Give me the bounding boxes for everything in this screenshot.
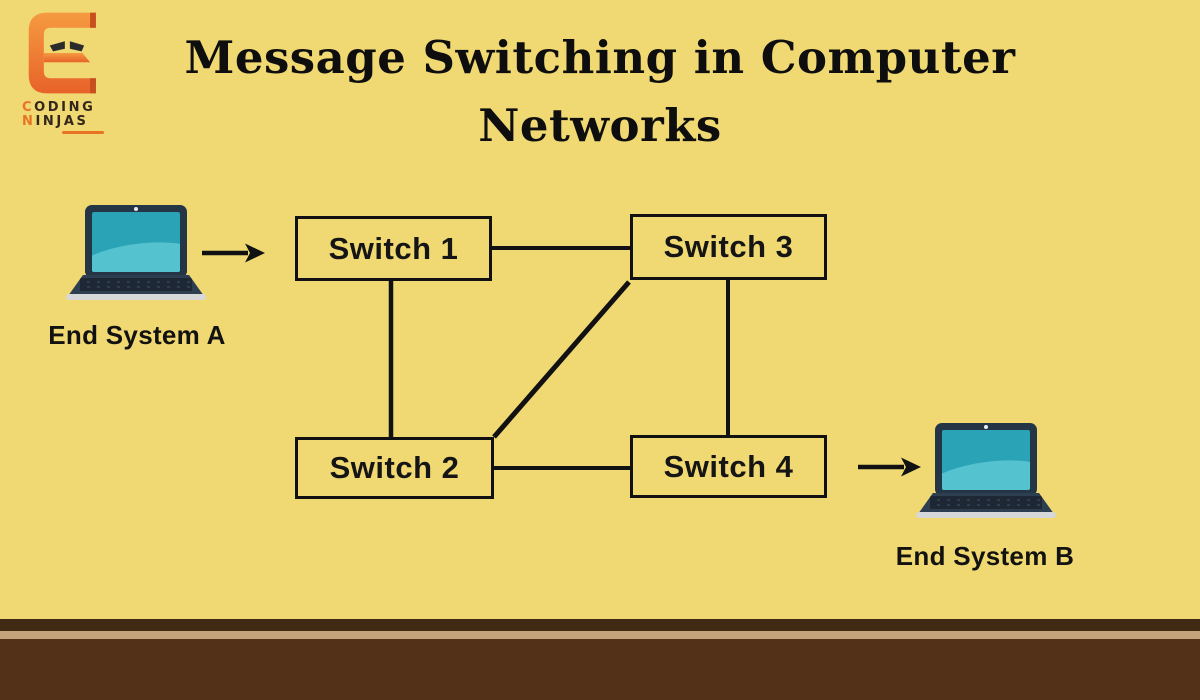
- footer-stripe-bottom: [0, 639, 1200, 700]
- laptop-keyboard: [68, 275, 204, 296]
- laptop-display: [942, 430, 1030, 490]
- logo-tagline: [62, 131, 104, 134]
- laptop-screen: [85, 205, 187, 278]
- laptop-foot: [66, 294, 206, 300]
- laptop-screen: [935, 423, 1037, 496]
- node-switch-1: Switch 1: [295, 216, 492, 281]
- switch-3-label: Switch 3: [663, 229, 794, 264]
- end-system-b-label: End System B: [895, 541, 1075, 571]
- laptop-icon-end-system-a: [66, 205, 206, 300]
- coding-ninjas-logo: CODING NINJAS: [22, 8, 108, 134]
- switch-2-label: Switch 2: [329, 450, 460, 485]
- title-line-1: Message Switching in Computer: [184, 31, 1016, 84]
- switch-4-label: Switch 4: [663, 448, 794, 484]
- node-switch-2: Switch 2: [295, 437, 494, 499]
- laptop-icon-end-system-b: [916, 423, 1056, 518]
- ninja-c-icon: [28, 12, 96, 94]
- logo-word-coding: CODING: [22, 100, 96, 115]
- edge-switch2-switch3-diagonal: [492, 280, 631, 439]
- node-switch-4: Switch 4: [630, 435, 827, 498]
- laptop-keyboard: [918, 493, 1054, 514]
- arrow-endA-to-switch1-head: [245, 243, 265, 263]
- logo-wordmark: CODING NINJAS: [22, 101, 108, 134]
- end-system-a-label: End System A: [48, 320, 226, 350]
- logo-word-ninjas: NINJAS: [22, 114, 89, 129]
- node-switch-3: Switch 3: [630, 214, 827, 280]
- footer-stripe-dark: [0, 619, 1200, 631]
- laptop-foot: [916, 512, 1056, 518]
- laptop-camera-dot: [134, 207, 138, 211]
- title-line-2: Networks: [478, 99, 722, 152]
- footer-stripe-tan: [0, 631, 1200, 639]
- laptop-camera-dot: [984, 425, 988, 429]
- switch-1-label: Switch 1: [328, 230, 459, 266]
- page-title: Message Switching in Computer Networks: [0, 24, 1200, 160]
- laptop-display: [92, 212, 180, 272]
